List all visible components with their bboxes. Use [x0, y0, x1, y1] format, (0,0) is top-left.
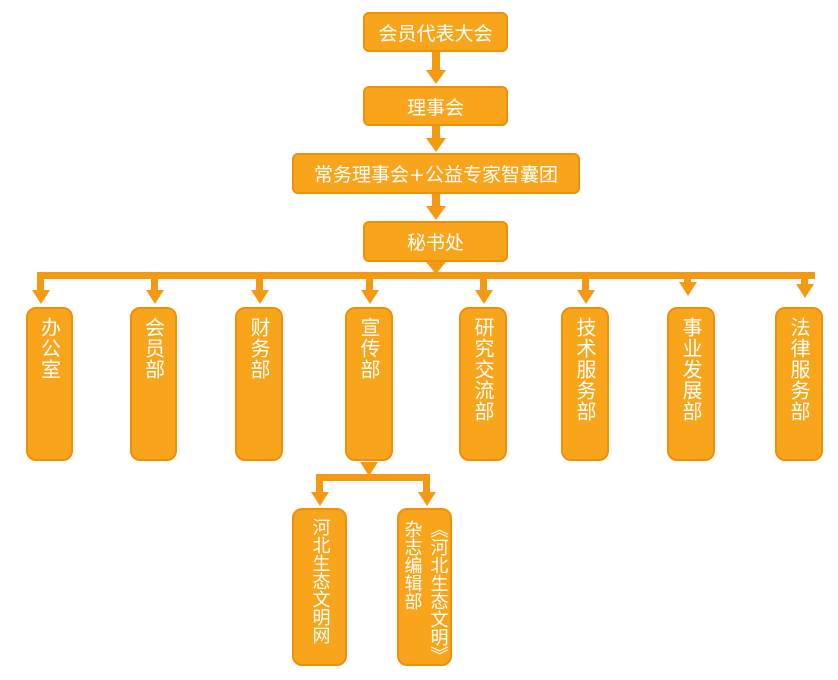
- unit-journal-editorial: 杂志编辑部 《河北生态文明》: [397, 508, 452, 666]
- arrow-to-executive: [426, 138, 446, 152]
- arrow-from-publicity: [360, 462, 378, 476]
- dept-tech-services-label: 技术服务部: [573, 317, 597, 422]
- dept-research-label: 研究交流部: [471, 317, 495, 422]
- department-bus: [37, 272, 815, 279]
- publicity-bus: [316, 474, 430, 481]
- dept-legal: 法律服务部: [775, 307, 823, 461]
- dept-publicity-label: 宣传部: [357, 317, 381, 380]
- dept-publicity: 宣传部: [345, 307, 393, 461]
- connector-congress-council: [432, 52, 440, 70]
- dept-development-label: 事业发展部: [679, 317, 703, 422]
- connector-council-executive: [432, 126, 440, 140]
- arrow-from-secretariat: [426, 262, 446, 274]
- node-council: 理事会: [363, 86, 508, 126]
- arrow-to-secretariat: [426, 206, 446, 220]
- unit-website-label: 河北生态文明网: [309, 518, 331, 644]
- node-congress: 会员代表大会: [363, 12, 508, 52]
- unit-journal-dept-label: 杂志编辑部: [401, 520, 423, 610]
- node-secretariat: 秘书处: [363, 221, 508, 262]
- unit-journal-name-label: 《河北生态文明》: [427, 520, 449, 664]
- arrow-to-council: [426, 70, 446, 84]
- connector-executive-secretariat: [432, 194, 440, 208]
- unit-website: 河北生态文明网: [292, 508, 347, 666]
- node-executive: 常务理事会+公益专家智囊团: [292, 153, 580, 194]
- dept-membership: 会员部: [130, 307, 177, 461]
- node-congress-label: 会员代表大会: [378, 22, 493, 45]
- dept-tech-services: 技术服务部: [561, 307, 609, 461]
- node-secretariat-label: 秘书处: [406, 232, 464, 254]
- dept-finance: 财务部: [235, 307, 283, 461]
- node-council-label: 理事会: [406, 96, 464, 119]
- dept-legal-label: 法律服务部: [787, 317, 811, 422]
- dept-development: 事业发展部: [667, 307, 715, 461]
- dept-office-label: 办公室: [37, 317, 62, 380]
- node-executive-label: 常务理事会+公益专家智囊团: [314, 164, 558, 186]
- dept-research: 研究交流部: [459, 307, 507, 461]
- dept-membership-label: 会员部: [141, 317, 166, 380]
- dept-office: 办公室: [26, 307, 73, 461]
- dept-finance-label: 财务部: [247, 317, 271, 380]
